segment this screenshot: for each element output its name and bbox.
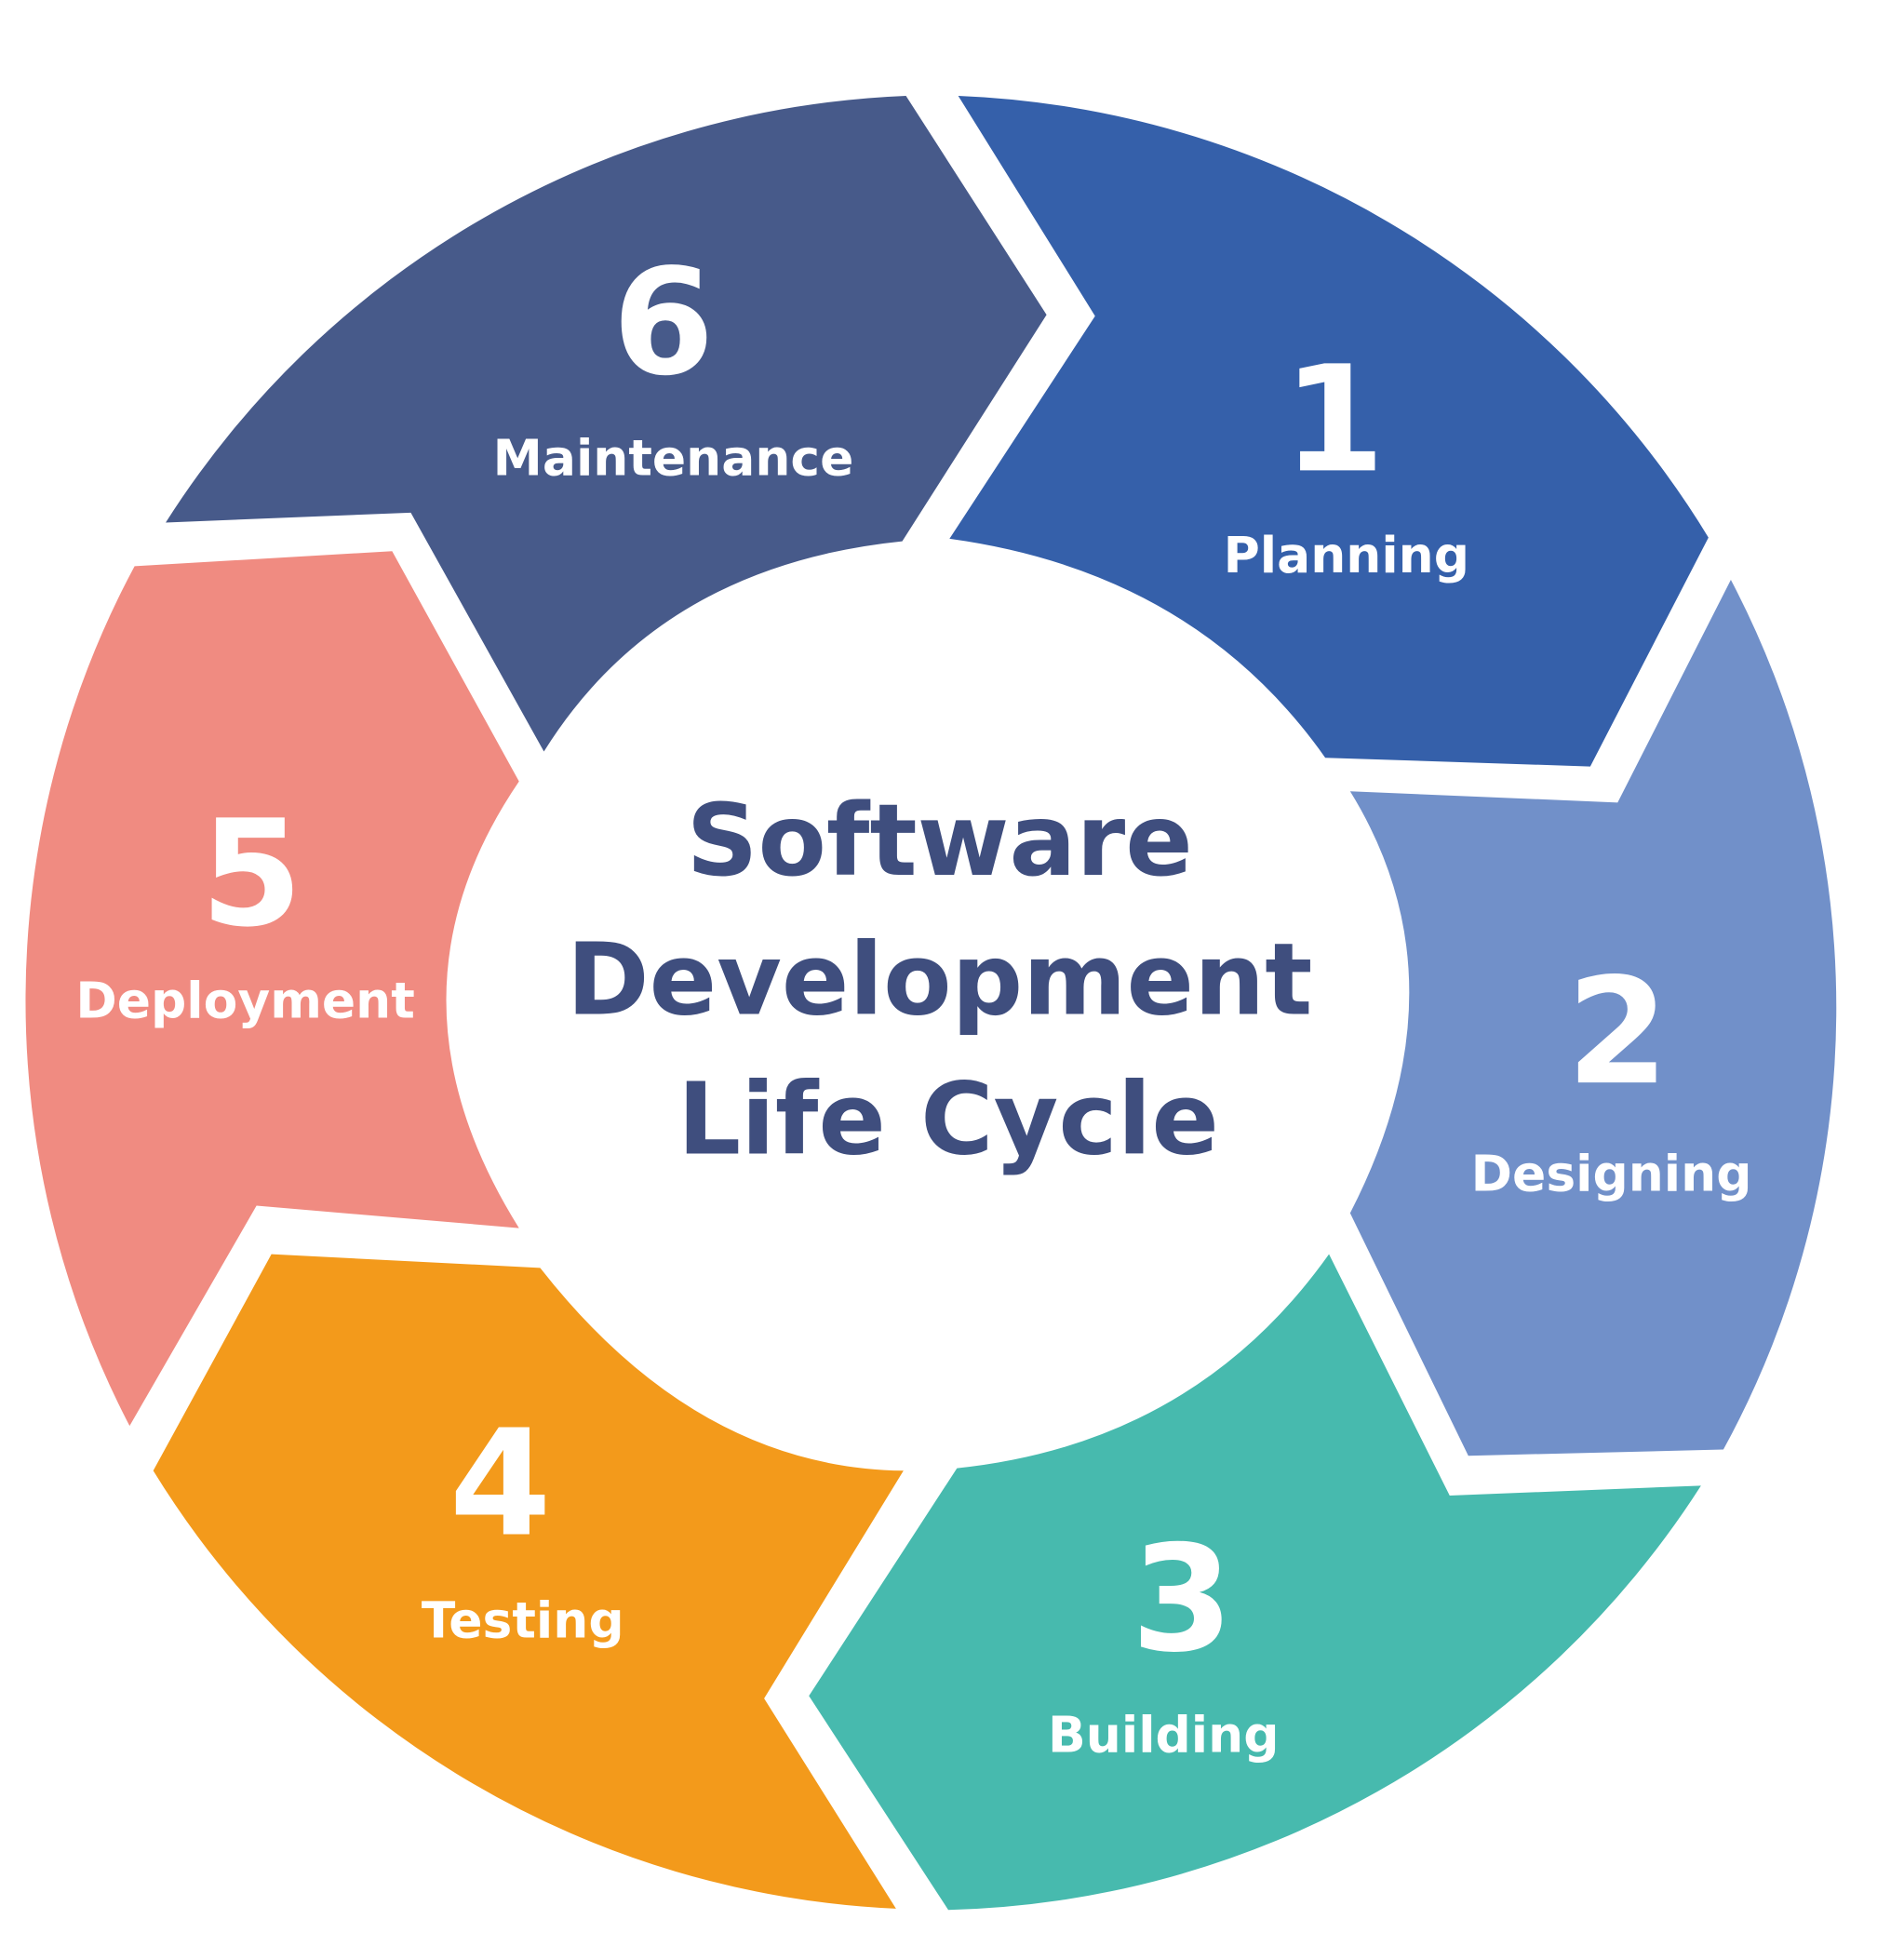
stage-label: Deployment [75,972,414,1030]
stage-number: 2 [1566,947,1669,1118]
segment-maintenance [166,95,1047,752]
segment-deployment [25,551,519,1427]
center-title: Software Development Life Cycle [567,784,1312,1177]
segment-designing [1349,580,1837,1456]
stage-label: Maintenance [493,429,854,488]
segment-planning [949,95,1709,767]
stage-label: Designing [1471,1144,1752,1202]
stage-label: Testing [422,1590,624,1649]
title-line-1: Software [686,784,1192,899]
stage-number: 6 [612,238,715,409]
stage-testing: 4 Testing [153,1254,904,1909]
stage-building: 3 Building [809,1254,1701,1911]
stage-number: 3 [1131,1515,1233,1685]
stage-designing: 2 Designing [1349,580,1837,1456]
stage-label: Planning [1224,526,1469,584]
title-line-3: Life Cycle [677,1062,1219,1177]
stage-number: 4 [449,1399,552,1569]
stage-label: Building [1048,1705,1279,1764]
stage-number: 1 [1283,335,1386,505]
stage-planning: 1 Planning [949,95,1709,767]
title-line-2: Development [567,923,1312,1039]
stage-maintenance: 6 Maintenance [166,95,1047,752]
segment-building [809,1254,1701,1911]
segment-testing [153,1254,904,1909]
stage-number: 5 [200,789,302,960]
stage-deployment: 5 Deployment [25,551,519,1427]
